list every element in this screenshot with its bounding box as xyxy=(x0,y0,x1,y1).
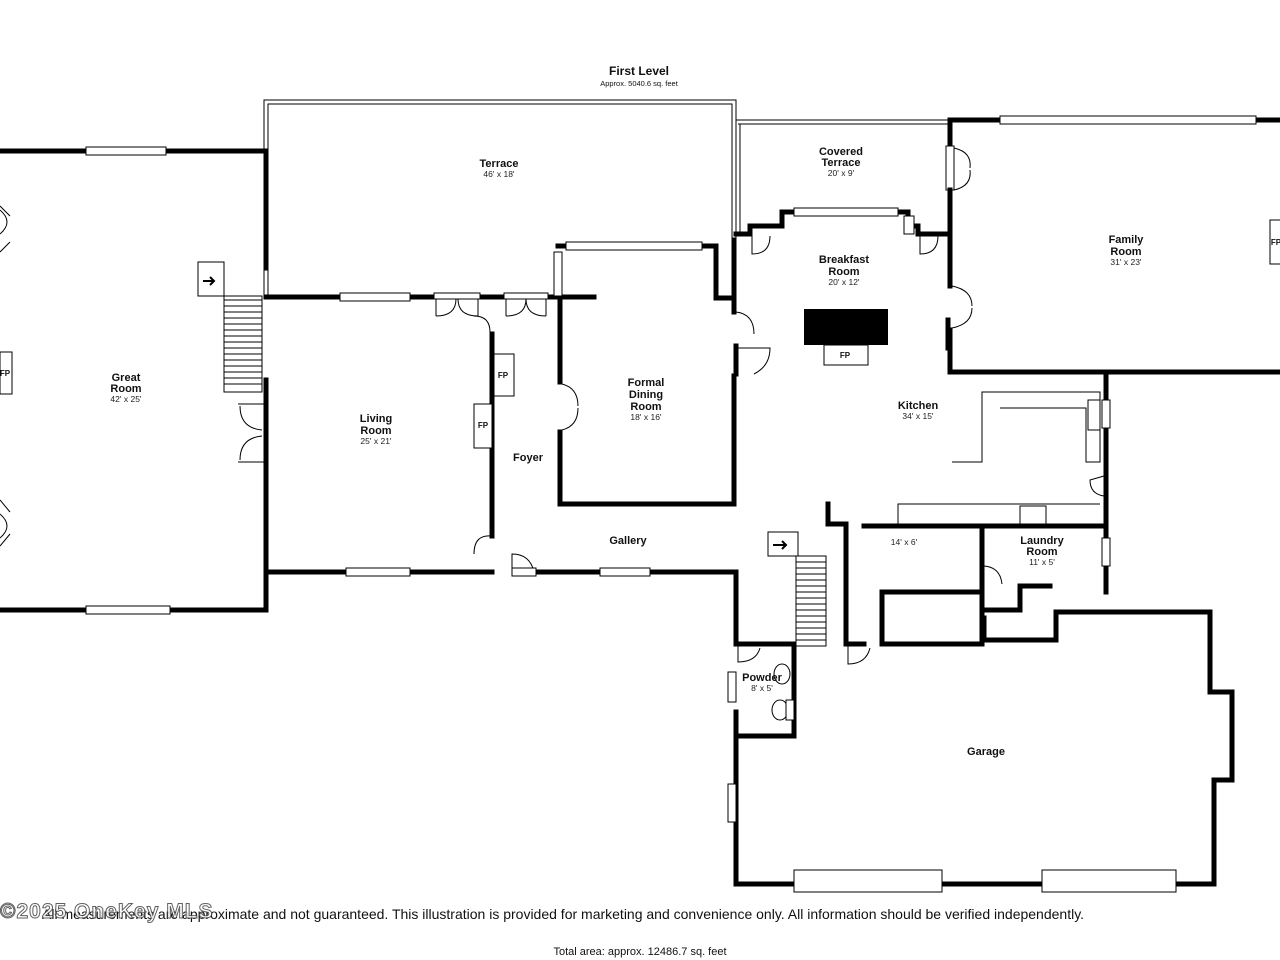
svg-text:Kitchen: Kitchen xyxy=(898,400,939,412)
level-title: First Level xyxy=(608,64,670,78)
room-label-kitchen: Kitchen 34' x 15' xyxy=(898,400,939,421)
fireplace-label-kitchen: FP xyxy=(840,351,851,360)
svg-text:Garage: Garage xyxy=(967,746,1005,758)
fireplace-label-living-2: FP xyxy=(478,421,489,430)
svg-text:Room: Room xyxy=(360,425,391,437)
svg-text:Laundry: Laundry xyxy=(1020,535,1064,547)
disclaimer-text: All measurements are approximate and not… xyxy=(42,906,1085,922)
svg-text:11' x 5': 11' x 5' xyxy=(1029,557,1055,567)
room-label-garage: Garage xyxy=(967,746,1005,758)
svg-text:20' x 9': 20' x 9' xyxy=(828,168,855,178)
svg-text:14' x 6': 14' x 6' xyxy=(891,537,918,547)
room-label-living-room: Living Room 25' x 21' xyxy=(360,413,392,446)
svg-text:Gallery: Gallery xyxy=(609,535,647,547)
laundry-walls xyxy=(727,523,1235,893)
room-label-covered-terrace: Covered Terrace 20' x 9' xyxy=(819,146,863,178)
level-area: Approx. 5040.6 sq. feet xyxy=(600,79,678,88)
kitchen-walls xyxy=(733,207,973,366)
great-room-staircase xyxy=(197,261,263,393)
svg-text:Dining: Dining xyxy=(629,389,663,401)
gallery-staircase xyxy=(727,501,871,739)
svg-text:Living: Living xyxy=(360,413,392,425)
svg-text:Room: Room xyxy=(630,401,661,413)
watermark: ©2025 OneKey MLS xyxy=(0,900,214,924)
svg-text:Room: Room xyxy=(828,266,859,278)
room-label-terrace: Terrace 46' x 18' xyxy=(480,158,519,179)
svg-text:Terrace: Terrace xyxy=(822,157,861,169)
kitchen-counters xyxy=(897,369,1111,527)
family-room-walls xyxy=(945,115,1280,375)
total-area: Total area: approx. 12486.7 sq. feet xyxy=(553,946,727,958)
formal-dining-walls xyxy=(553,237,771,507)
svg-text:Room: Room xyxy=(110,383,141,395)
room-label-family-room: Family Room 31' x 23' xyxy=(1109,234,1145,267)
fireplace-label-family-room: FP xyxy=(1271,238,1280,247)
svg-text:Room: Room xyxy=(1110,246,1141,258)
svg-text:46' x 18': 46' x 18' xyxy=(483,169,515,179)
room-label-mudroom: 14' x 6' xyxy=(891,537,918,547)
svg-text:8' x 5': 8' x 5' xyxy=(751,683,773,693)
svg-text:Covered: Covered xyxy=(819,146,863,158)
svg-text:Formal: Formal xyxy=(628,377,665,389)
room-label-great-room: Great Room 42' x 25' xyxy=(110,372,142,404)
svg-text:Breakfast: Breakfast xyxy=(819,254,869,266)
svg-text:Great: Great xyxy=(112,372,141,384)
svg-text:34' x 15': 34' x 15' xyxy=(902,411,934,421)
svg-text:Family: Family xyxy=(1109,234,1145,246)
great-room-walls xyxy=(0,146,269,615)
svg-text:Powder: Powder xyxy=(742,672,782,684)
room-label-foyer: Foyer xyxy=(513,452,544,464)
living-room-walls xyxy=(238,292,737,577)
svg-text:Room: Room xyxy=(1026,546,1057,558)
svg-text:25' x 21': 25' x 21' xyxy=(360,436,392,446)
fireplace-label-great-room: FP xyxy=(0,369,11,378)
room-label-laundry: Laundry Room 11' x 5' xyxy=(1020,535,1064,567)
fireplace-label-living-1: FP xyxy=(498,371,509,380)
svg-text:42' x 25': 42' x 25' xyxy=(110,394,142,404)
svg-text:31' x 23': 31' x 23' xyxy=(1110,257,1142,267)
svg-text:Terrace: Terrace xyxy=(480,158,519,170)
room-label-gallery: Gallery xyxy=(609,535,647,547)
room-label-formal-dining: Formal Dining Room 18' x 16' xyxy=(628,377,665,422)
svg-text:18' x 16': 18' x 16' xyxy=(630,412,662,422)
room-label-powder: Powder 8' x 5' xyxy=(742,672,782,693)
svg-text:Foyer: Foyer xyxy=(513,452,544,464)
svg-text:20' x 12': 20' x 12' xyxy=(828,277,860,287)
room-label-breakfast-room: Breakfast Room 20' x 12' xyxy=(819,254,869,287)
